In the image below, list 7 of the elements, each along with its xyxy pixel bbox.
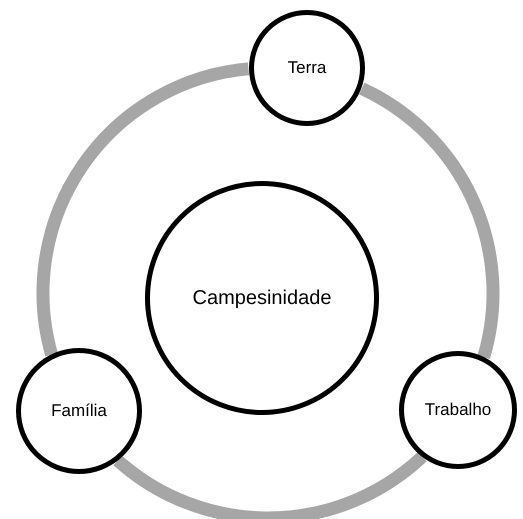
ring-arc <box>114 452 426 519</box>
concept-circle: Trabalho <box>399 351 517 469</box>
ring-arc <box>36 62 250 356</box>
concept-circle: Campesinidade <box>145 181 379 415</box>
ring-arc <box>358 82 500 359</box>
concept-circle: Família <box>16 348 142 474</box>
concept-circle: Terra <box>249 10 365 126</box>
